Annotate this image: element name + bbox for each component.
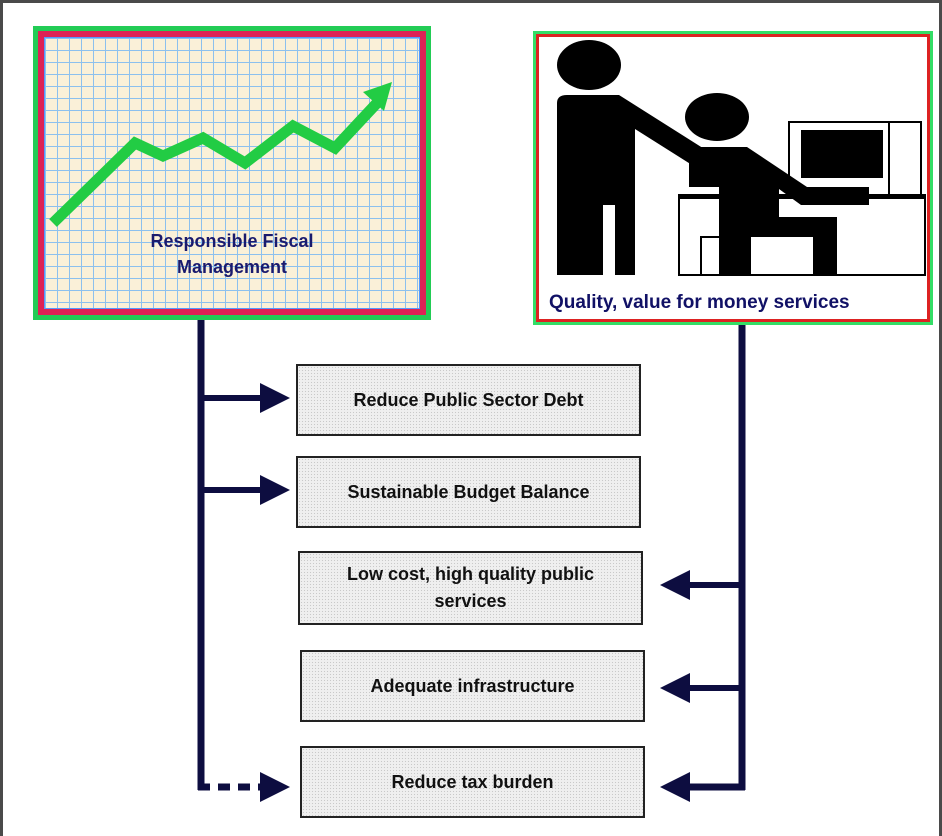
arrow-tax-dotted-head [260,772,290,802]
goal-low-cost-public-services: Low cost, high quality public services [298,551,643,625]
quality-services-panel: Quality, value for money services [533,31,933,325]
arrow-tax-right-head [660,772,690,802]
arrow-infrastructure-head [660,673,690,703]
goal-sustainable-budget-balance: Sustainable Budget Balance [296,456,641,528]
goal-label: Reduce tax burden [391,771,554,792]
goal-label: Sustainable Budget Balance [347,481,590,502]
fiscal-label-line1: Responsible Fiscal [150,231,314,251]
fiscal-panel-label: Responsible Fiscal Management [45,228,419,280]
people-at-computer-icon [557,40,926,276]
goal-adequate-infrastructure: Adequate infrastructure [300,650,645,722]
goal-label: Reduce Public Sector Debt [353,389,584,410]
goal-reduce-tax-burden: Reduce tax burden [300,746,645,818]
fiscal-label-line2: Management [176,257,288,277]
services-panel-label: Quality, value for money services [549,292,850,313]
rising-trend-chart-icon [49,82,392,227]
arrow-budget-head [260,475,290,505]
arrow-debt-head [260,383,290,413]
goal-label: Low cost, high quality public services [347,564,594,611]
goal-reduce-public-sector-debt: Reduce Public Sector Debt [296,364,641,436]
fiscal-management-panel: Responsible Fiscal Management [33,26,431,320]
goal-label: Adequate infrastructure [370,675,575,696]
services-picture-area: Quality, value for money services [539,37,927,319]
graph-paper-area: Responsible Fiscal Management [44,37,420,309]
arrow-lowcost-head [660,570,690,600]
